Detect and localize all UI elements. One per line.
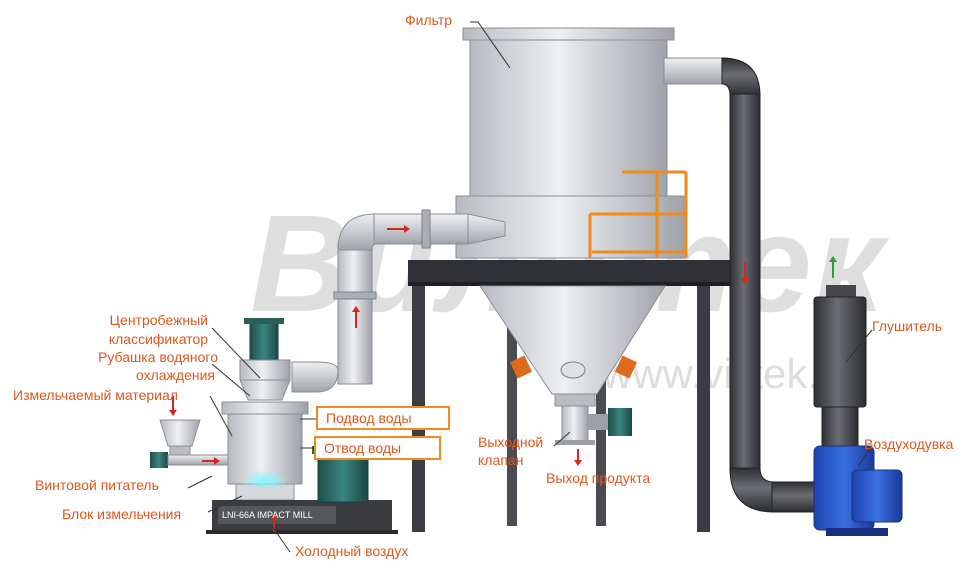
blower-unit — [813, 445, 903, 536]
label-water-in: Подвод воды — [316, 406, 450, 430]
label-classifier-line2: классификатор — [108, 331, 208, 347]
classifier-mill — [206, 318, 398, 534]
label-grinding-unit: Блок измельчения — [62, 506, 182, 522]
service-ladder — [588, 170, 688, 258]
label-product-out: Выход продукта — [546, 470, 651, 486]
cone-hopper — [479, 285, 666, 407]
label-material: Измельчаемый материал — [13, 387, 178, 403]
label-silencer: Глушитель — [872, 318, 943, 334]
label-blower: Воздуходувка — [864, 436, 954, 452]
mill-nameplate: LNI-66A IMPACT MILL — [222, 510, 313, 520]
support-frame — [408, 260, 736, 532]
feed-hopper — [159, 419, 201, 457]
label-filter: Фильтр — [405, 12, 453, 28]
label-valve-line2: клапан — [478, 452, 524, 468]
label-jacket-line1: Рубашка водяного — [98, 349, 218, 365]
transfer-duct — [291, 209, 506, 393]
screw-feeder — [150, 452, 229, 468]
label-classifier-line1: Центробежный — [109, 312, 208, 328]
label-jacket-line2: охлаждения — [135, 367, 215, 383]
flow-arrows — [169, 225, 749, 532]
leader-lines — [187, 21, 873, 553]
silencer-unit — [813, 285, 867, 448]
discharge-valve — [555, 405, 632, 445]
label-valve-line1: Выходной — [478, 434, 544, 450]
label-cold-air: Холодный воздух — [295, 543, 409, 559]
fan-exhaust-arrow — [829, 256, 837, 278]
label-water-out: Отвод воды — [314, 436, 441, 460]
label-feeder: Винтовой питатель — [35, 477, 159, 493]
return-pipe — [721, 57, 823, 513]
